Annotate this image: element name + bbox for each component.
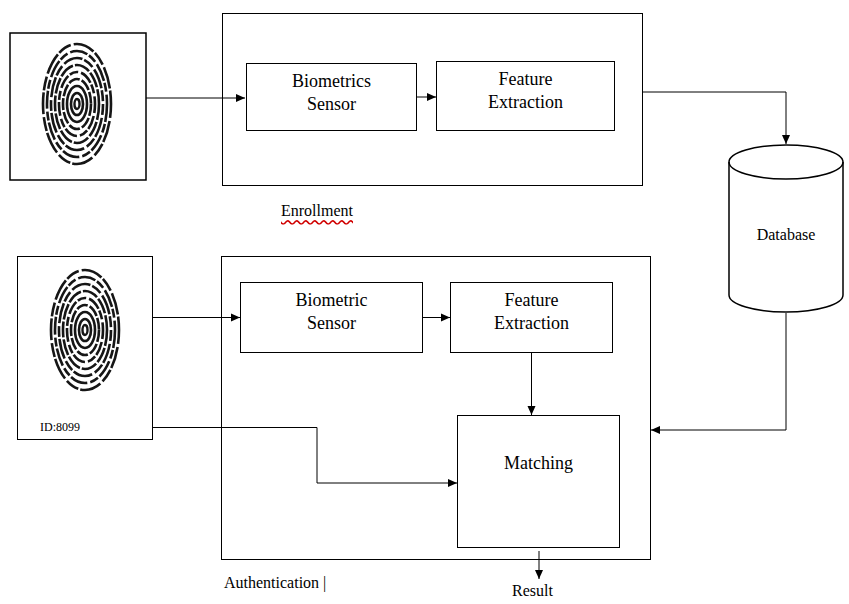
- result-label: Result: [512, 582, 553, 600]
- id-label: ID:8099: [40, 420, 80, 435]
- box-label: Feature Extraction: [466, 68, 586, 113]
- input-arrow: [146, 98, 245, 99]
- fingerprint-image: [43, 44, 111, 164]
- feature-box: Feature Extraction: [450, 282, 613, 353]
- flow-arrow: [417, 97, 436, 98]
- flow-arrow: [651, 313, 786, 430]
- stage-label: Authentication |: [224, 573, 326, 593]
- sensor-box: Biometrics Sensor: [246, 63, 417, 131]
- sensor-box: Biometric Sensor: [240, 282, 423, 353]
- flow-arrow: [153, 317, 240, 318]
- feature-box: Feature Extraction: [436, 61, 615, 131]
- flow-arrow: [531, 353, 532, 415]
- database-label: Database: [728, 225, 844, 245]
- database-cylinder: Database: [728, 144, 844, 313]
- flow-arrow: [153, 428, 457, 484]
- box-label: Biometrics Sensor: [277, 70, 387, 115]
- box-label: Matching: [469, 452, 609, 475]
- stage-label: Enrollment: [281, 201, 353, 221]
- matching-box: Matching: [457, 415, 620, 548]
- enrollment-stage: EnrollmentBiometrics SensorFeature Extra…: [222, 13, 643, 186]
- cylinder-body: [729, 145, 843, 312]
- cylinder-rim: [729, 162, 843, 179]
- box-label: Biometric Sensor: [277, 289, 387, 334]
- authentication-stage: Authentication |Biometric SensorFeature …: [221, 256, 651, 560]
- fingerprint-card: ID:8099: [17, 256, 153, 440]
- fingerprint-card: [10, 33, 146, 180]
- flow-arrow: [423, 317, 450, 318]
- flow-arrow: [643, 92, 786, 144]
- box-label: Feature Extraction: [472, 289, 592, 334]
- fingerprint-image: [51, 270, 119, 390]
- result-arrow: [539, 551, 540, 579]
